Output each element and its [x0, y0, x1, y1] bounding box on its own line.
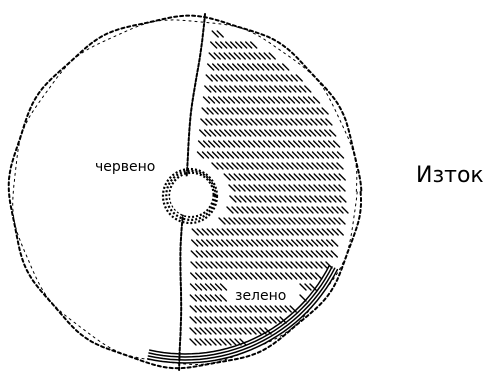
inner-circle-fill — [170, 176, 210, 216]
label-direction-east: Изток — [416, 163, 484, 188]
label-red: червено — [95, 159, 155, 175]
inner-circle — [163, 169, 217, 223]
label-green: зелено — [235, 288, 286, 304]
rim-strokes — [148, 266, 338, 364]
